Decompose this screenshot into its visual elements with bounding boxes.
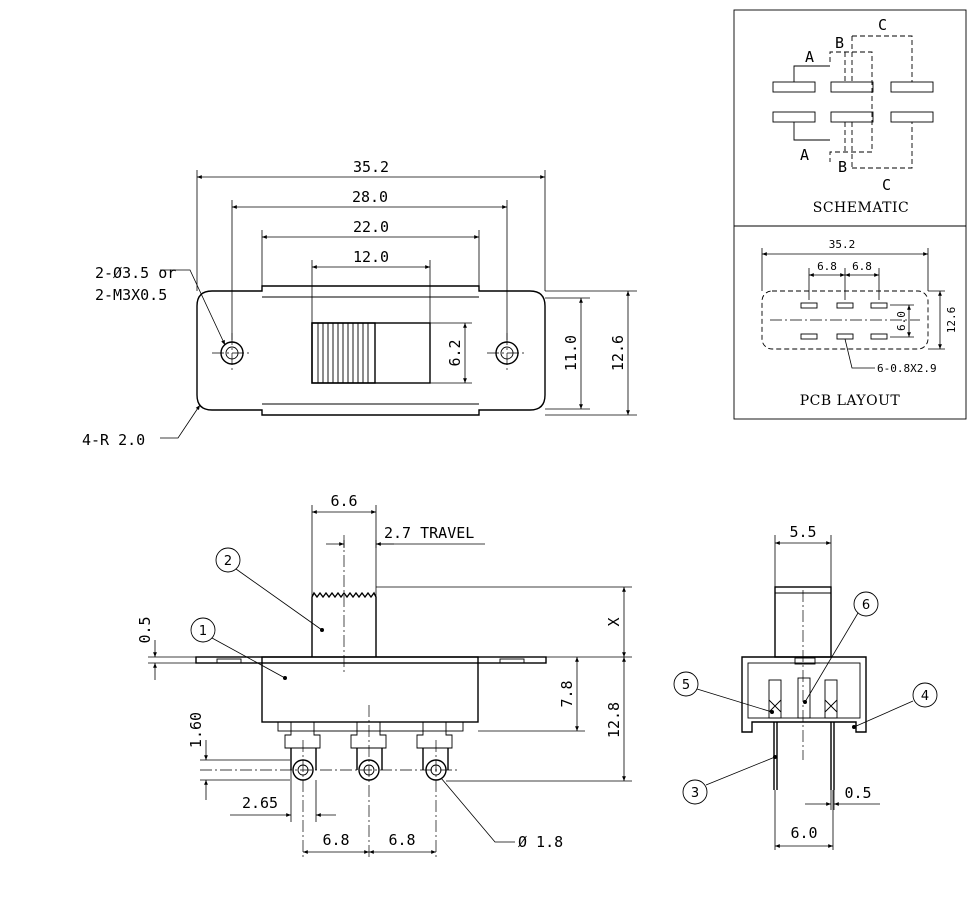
schematic-label-a-top: A — [805, 48, 814, 66]
balloon-6: 6 — [862, 598, 870, 613]
dim-slot-height: 6.2 — [446, 339, 464, 366]
dim-pin-edge: 2.65 — [242, 794, 278, 812]
flange-outline — [196, 285, 546, 416]
pcb-pad-note: 6-0.8X2.9 — [877, 362, 937, 375]
dim-slot-width: 12.0 — [353, 248, 389, 266]
balloon-5: 5 — [682, 678, 690, 693]
pcb-title: PCB LAYOUT — [800, 393, 901, 409]
dim-body-width: 22.0 — [353, 218, 389, 236]
side-knob — [311, 591, 377, 657]
hole-note-line2: 2-M3X0.5 — [95, 286, 167, 304]
dim-body-depth: 7.8 — [558, 680, 576, 707]
side-view: 6.6 2.7 TRAVEL 0.5 X 7.8 12.8 1.60 — [136, 492, 632, 860]
pcb-dim-pitch-1: 6.8 — [817, 260, 837, 273]
schematic-label-b-bottom: B — [838, 158, 847, 176]
side-body — [261, 656, 479, 723]
knob-top — [311, 322, 376, 384]
end-view: 5.5 0.5 6.0 6 5 4 3 — [673, 523, 938, 850]
dim-pin-pitch-1: 6.8 — [322, 831, 349, 849]
dim-body-height: 11.0 — [562, 335, 580, 371]
end-dim-span: 6.0 — [790, 824, 817, 842]
schematic-label-a-bottom: A — [800, 146, 809, 164]
schematic-label-b-top: B — [835, 34, 844, 52]
balloon-3: 3 — [691, 786, 699, 801]
balloon-1: 1 — [199, 624, 207, 639]
end-housing — [741, 656, 867, 733]
balloon-2: 2 — [224, 554, 232, 569]
schematic-label-c-top: C — [878, 16, 887, 34]
dim-overall-width: 35.2 — [353, 158, 389, 176]
pcb-dim-pitch-2: 6.8 — [852, 260, 872, 273]
dim-hole-diameter: Ø 1.8 — [518, 833, 563, 851]
schematic-panel: A B C A B C SCHEMATIC 35.2 6.8 6.8 6.0 — [733, 9, 967, 420]
slot-outline — [311, 322, 431, 384]
dim-hole-spacing: 28.0 — [352, 188, 388, 206]
dim-x: X — [605, 617, 623, 626]
dim-pin-offset: 1.60 — [187, 712, 205, 748]
top-view: 35.2 28.0 22.0 12.0 6.2 11.0 12.6 2-Ø3.5… — [82, 158, 637, 449]
pcb-dim-height: 12.6 — [945, 307, 958, 334]
schematic-title: SCHEMATIC — [813, 200, 910, 216]
dim-total-depth: 12.8 — [605, 702, 623, 738]
radius-note: 4-R 2.0 — [82, 431, 145, 449]
dim-knob-width: 6.6 — [330, 492, 357, 510]
hole-note-line1: 2-Ø3.5 or — [95, 264, 176, 282]
end-dim-pin: 0.5 — [844, 784, 871, 802]
dim-travel: 2.7 TRAVEL — [384, 524, 474, 542]
end-dim-knob: 5.5 — [789, 523, 816, 541]
dim-overall-height: 12.6 — [609, 335, 627, 371]
schematic-label-c-bottom: C — [882, 176, 891, 194]
dim-flange-thickness: 0.5 — [136, 616, 154, 643]
pcb-dim-row: 6.0 — [895, 311, 908, 331]
dim-pin-pitch-2: 6.8 — [388, 831, 415, 849]
balloon-4: 4 — [921, 689, 929, 704]
pcb-dim-width: 35.2 — [829, 238, 856, 251]
